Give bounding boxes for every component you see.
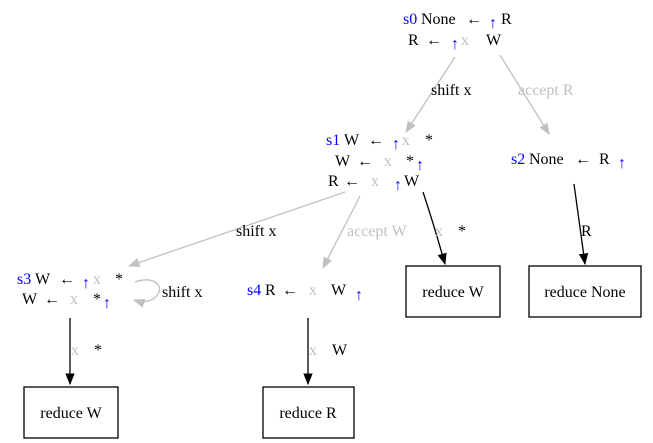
reduce-box-s1: reduce W: [405, 265, 501, 318]
edge-label-s1-reduce-x: x: [435, 223, 443, 240]
item-symbol-w: W: [404, 173, 420, 190]
edge-label-s3-loop: shift x: [162, 284, 202, 301]
item-symbol-x: x: [402, 132, 410, 149]
dot-marker: ↑: [355, 287, 363, 304]
edge-label-s3-reduce-x: x: [71, 342, 79, 359]
edge-label-s1-s3: shift x: [236, 223, 276, 240]
item-lhs: W: [22, 291, 38, 308]
item-lhs: W: [35, 271, 51, 288]
reduce-box-label: reduce None: [544, 284, 625, 301]
edge-s0-s2: [499, 54, 550, 135]
production-arrow: ←: [466, 11, 482, 28]
production-arrow: ←: [59, 271, 75, 288]
edge-label-s1-reduce-star: *: [458, 223, 466, 240]
item-symbol-x: x: [309, 282, 317, 299]
dot-marker: ↑: [618, 155, 626, 172]
item-symbol-r: R: [599, 151, 610, 168]
state-label-s1: s1: [326, 132, 340, 149]
production-arrow: ←: [426, 32, 442, 49]
reduce-box-s3: reduce W: [23, 386, 119, 439]
reduce-box-label: reduce W: [422, 284, 484, 301]
production-arrow: ←: [357, 153, 373, 170]
edge-label-s0-s2: accept R: [518, 82, 574, 99]
reduce-box-s2: reduce None: [528, 265, 642, 318]
edge-s0-s1: [405, 56, 456, 133]
dot-marker: ↑: [416, 157, 424, 174]
item-symbol-x: x: [461, 32, 469, 49]
item-symbol-star: *: [115, 271, 123, 288]
item-lhs: W: [344, 132, 360, 149]
state-s4: s4 R ← x W ↑: [247, 282, 363, 304]
edge-label-s4-reduce-x: x: [309, 342, 317, 359]
state-s3: s3 W ← ↑ x * W ← x * ↑: [17, 271, 123, 312]
edge-label-s3-reduce-star: *: [94, 342, 102, 359]
edge-label-s4-reduce-w: W: [332, 342, 348, 359]
production-arrow: ←: [344, 173, 360, 190]
edge-s1-s3: [127, 191, 346, 268]
item-symbol-x: x: [70, 291, 78, 308]
dot-marker: ↑: [392, 136, 400, 153]
item-symbol-w: W: [486, 32, 502, 49]
state-s2: s2 None ← R ↑: [511, 151, 626, 172]
production-arrow: ←: [368, 132, 384, 149]
dot-marker: ↑: [489, 15, 497, 32]
production-arrow: ←: [44, 291, 60, 308]
production-arrow: ←: [575, 151, 591, 168]
item-lhs: R: [265, 282, 276, 299]
dot-marker: ↑: [103, 295, 111, 312]
state-label-s2: s2: [511, 151, 525, 168]
edge-s1-s4: [322, 195, 361, 270]
edge-label-s1-s4: accept W: [347, 223, 408, 240]
dot-marker: ↑: [82, 275, 90, 292]
item-symbol-x: x: [93, 271, 101, 288]
edge-label-s0-s1: shift x: [431, 82, 471, 99]
item-lhs: None: [529, 151, 564, 168]
state-s0: s0 None ← ↑ R R ← ↑ x W: [403, 11, 512, 53]
reduce-box-label: reduce R: [279, 405, 337, 422]
dot-marker: ↑: [394, 177, 402, 194]
item-symbol-w: W: [331, 282, 347, 299]
item-symbol-star: *: [93, 291, 101, 308]
state-label-s3: s3: [17, 271, 31, 288]
state-label-s0: s0: [403, 11, 417, 28]
item-lhs: R: [408, 32, 419, 49]
item-symbol-star: *: [425, 132, 433, 149]
item-lhs: R: [328, 173, 339, 190]
edge-s2-reduce: [573, 183, 589, 266]
production-arrow: ←: [282, 282, 298, 299]
item-lhs: W: [335, 153, 351, 170]
state-s1: s1 W ← ↑ x * W ← x * ↑ R ← x ↑ W: [326, 132, 433, 194]
item-symbol-x: x: [384, 153, 392, 170]
item-symbol-x: x: [371, 173, 379, 190]
edge-s3-loop: [132, 279, 161, 308]
item-lhs: None: [421, 11, 456, 28]
reduce-box-label: reduce W: [40, 405, 102, 422]
dot-marker: ↑: [451, 36, 459, 53]
item-symbols: R: [501, 11, 512, 28]
edge-label-s2-reduce: R: [581, 223, 592, 240]
edge-s1-reduce: [422, 191, 447, 266]
state-label-s4: s4: [247, 282, 261, 299]
reduce-box-s4: reduce R: [262, 386, 355, 439]
item-symbol-star: *: [406, 153, 414, 170]
